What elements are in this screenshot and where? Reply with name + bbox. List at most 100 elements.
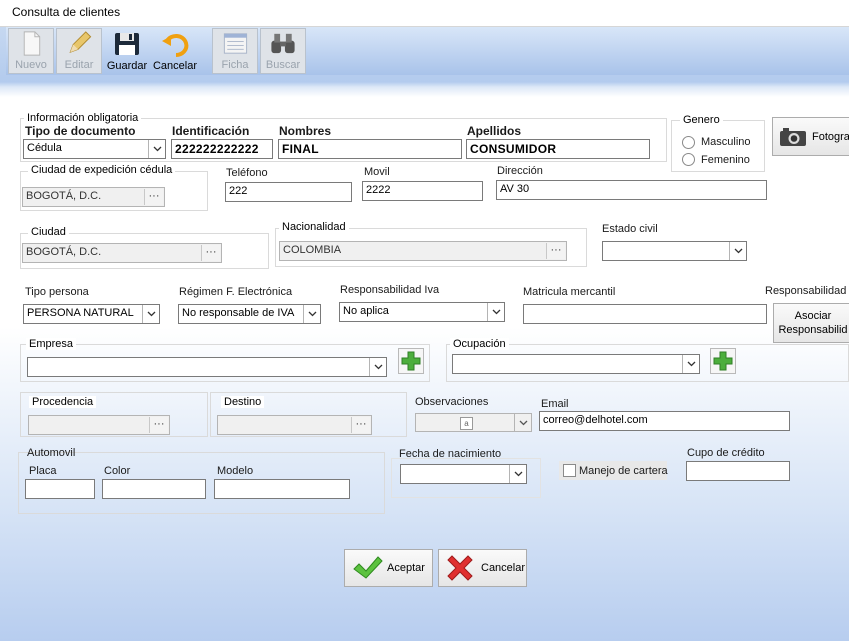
e-invoice-regime-label: Régimen F. Electrónica <box>179 286 293 298</box>
observations-dropdown[interactable]: a <box>415 413 532 432</box>
city-field[interactable]: BOGOTÁ, D.C. ··· <box>22 243 222 263</box>
credit-limit-input[interactable] <box>686 461 790 481</box>
add-company-button[interactable] <box>398 348 424 374</box>
window-titlebar: Consulta de clientes <box>0 0 849 27</box>
surnames-label: Apellidos <box>467 124 522 138</box>
accept-button[interactable]: Aceptar <box>344 549 433 587</box>
photo-button[interactable]: Fotogra <box>772 117 849 156</box>
plus-icon <box>713 351 733 371</box>
mandatory-info-legend: Información obligatoria <box>24 112 142 124</box>
gender-legend: Genero <box>680 114 723 126</box>
ellipsis-icon[interactable]: ··· <box>351 417 370 433</box>
female-label: Femenino <box>701 154 750 166</box>
save-button[interactable]: Guardar <box>104 28 150 74</box>
color-label: Color <box>104 465 131 477</box>
vehicle-group <box>18 452 385 514</box>
person-type-select[interactable]: PERSONA NATURAL <box>23 304 160 324</box>
mobile-input[interactable]: 2222 <box>362 181 483 201</box>
vehicle-legend: Automovil <box>27 447 76 459</box>
marital-status-select[interactable] <box>602 241 747 261</box>
search-button[interactable]: Buscar <box>260 28 306 74</box>
chevron-down-icon <box>142 305 159 323</box>
birthdate-group <box>391 458 541 498</box>
chevron-down-icon <box>148 140 165 158</box>
city-group <box>20 233 269 269</box>
cancel-toolbar-button[interactable]: Cancelar <box>152 28 198 74</box>
chevron-down-icon <box>487 303 504 321</box>
commercial-registry-label: Matricula mercantil <box>523 286 616 298</box>
chevron-down-icon <box>514 414 531 431</box>
binoculars-icon <box>271 33 295 54</box>
occupation-legend: Ocupación <box>450 338 509 350</box>
e-invoice-regime-select[interactable]: No responsable de IVA <box>178 304 321 324</box>
plate-label: Placa <box>29 465 57 477</box>
chevron-down-icon <box>682 355 699 373</box>
phone-input[interactable]: 222 <box>225 182 352 202</box>
document-type-label: Tipo de documento <box>25 124 136 138</box>
destination-group <box>210 392 407 437</box>
window-title: Consulta de clientes <box>12 5 121 19</box>
destination-field[interactable]: ··· <box>217 415 372 435</box>
portfolio-management-box <box>559 461 667 480</box>
mobile-label: Movil <box>364 166 390 178</box>
address-label: Dirección <box>497 165 543 177</box>
ellipsis-icon[interactable]: ··· <box>201 245 220 261</box>
add-occupation-button[interactable] <box>710 348 736 374</box>
edit-button[interactable]: Editar <box>56 28 102 74</box>
issue-city-legend: Ciudad de expedición cédula <box>28 164 176 176</box>
red-x-icon <box>447 555 473 581</box>
radio-male[interactable] <box>682 136 695 149</box>
toolbar: Nuevo Editar Guardar Cancelar Ficha <box>6 27 849 75</box>
ellipsis-icon[interactable]: ··· <box>149 417 168 433</box>
ellipsis-icon[interactable]: ··· <box>546 243 565 259</box>
names-label: Nombres <box>279 124 332 138</box>
address-input[interactable]: AV 30 <box>496 180 767 200</box>
checkmark-icon <box>353 556 383 579</box>
credit-limit-label: Cupo de crédito <box>687 447 765 459</box>
plus-icon <box>401 351 421 371</box>
issue-city-field[interactable]: BOGOTÁ, D.C. ··· <box>22 187 165 207</box>
undo-arrow-icon <box>162 34 189 57</box>
document-type-select[interactable]: Cédula <box>23 139 166 159</box>
occupation-select[interactable] <box>452 354 700 374</box>
origin-field[interactable]: ··· <box>28 415 170 435</box>
commercial-registry-input[interactable] <box>523 304 767 324</box>
nationality-group <box>275 228 587 267</box>
identification-label: Identificación <box>172 124 250 138</box>
email-input[interactable]: correo@delhotel.com <box>539 411 790 431</box>
nationality-field[interactable]: COLOMBIA ··· <box>279 241 567 261</box>
vat-responsibility-label: Responsabilidad Iva <box>340 284 440 296</box>
company-select[interactable] <box>27 357 387 377</box>
identification-input[interactable]: 222222222222 <box>171 139 273 159</box>
city-legend: Ciudad <box>28 226 69 238</box>
surnames-input[interactable]: CONSUMIDOR <box>466 139 650 159</box>
associate-responsibility-button[interactable]: Asociar Responsabilid <box>773 303 849 343</box>
note-icon: a <box>460 417 473 430</box>
floppy-disk-icon <box>115 33 139 55</box>
person-type-label: Tipo persona <box>25 286 89 298</box>
radio-female[interactable] <box>682 153 695 166</box>
model-label: Modelo <box>217 465 254 477</box>
ficha-button[interactable]: Ficha <box>212 28 258 74</box>
origin-legend: Procedencia <box>29 396 97 408</box>
destination-legend: Destino <box>221 396 265 408</box>
vat-responsibility-select[interactable]: No aplica <box>339 302 505 322</box>
ellipsis-icon[interactable]: ··· <box>144 189 163 205</box>
fiscal-responsibility-label: Responsabilidad F <box>765 285 849 297</box>
vehicle-color-input[interactable] <box>102 479 206 499</box>
new-button[interactable]: Nuevo <box>8 28 54 74</box>
pencil-icon <box>69 31 92 54</box>
plate-input[interactable] <box>25 479 95 499</box>
birthdate-label: Fecha de nacimiento <box>399 448 502 460</box>
male-label: Masculino <box>701 136 751 148</box>
birthdate-picker[interactable] <box>400 464 527 484</box>
origin-group <box>20 392 208 437</box>
portfolio-management-label: Manejo de cartera <box>579 465 668 477</box>
mandatory-info-group <box>20 118 667 162</box>
chevron-down-icon <box>303 305 320 323</box>
chevron-down-icon <box>729 242 746 260</box>
names-input[interactable]: FINAL <box>278 139 462 159</box>
cancel-button[interactable]: Cancelar <box>438 549 527 587</box>
portfolio-management-checkbox[interactable] <box>563 464 576 477</box>
model-input[interactable] <box>214 479 350 499</box>
